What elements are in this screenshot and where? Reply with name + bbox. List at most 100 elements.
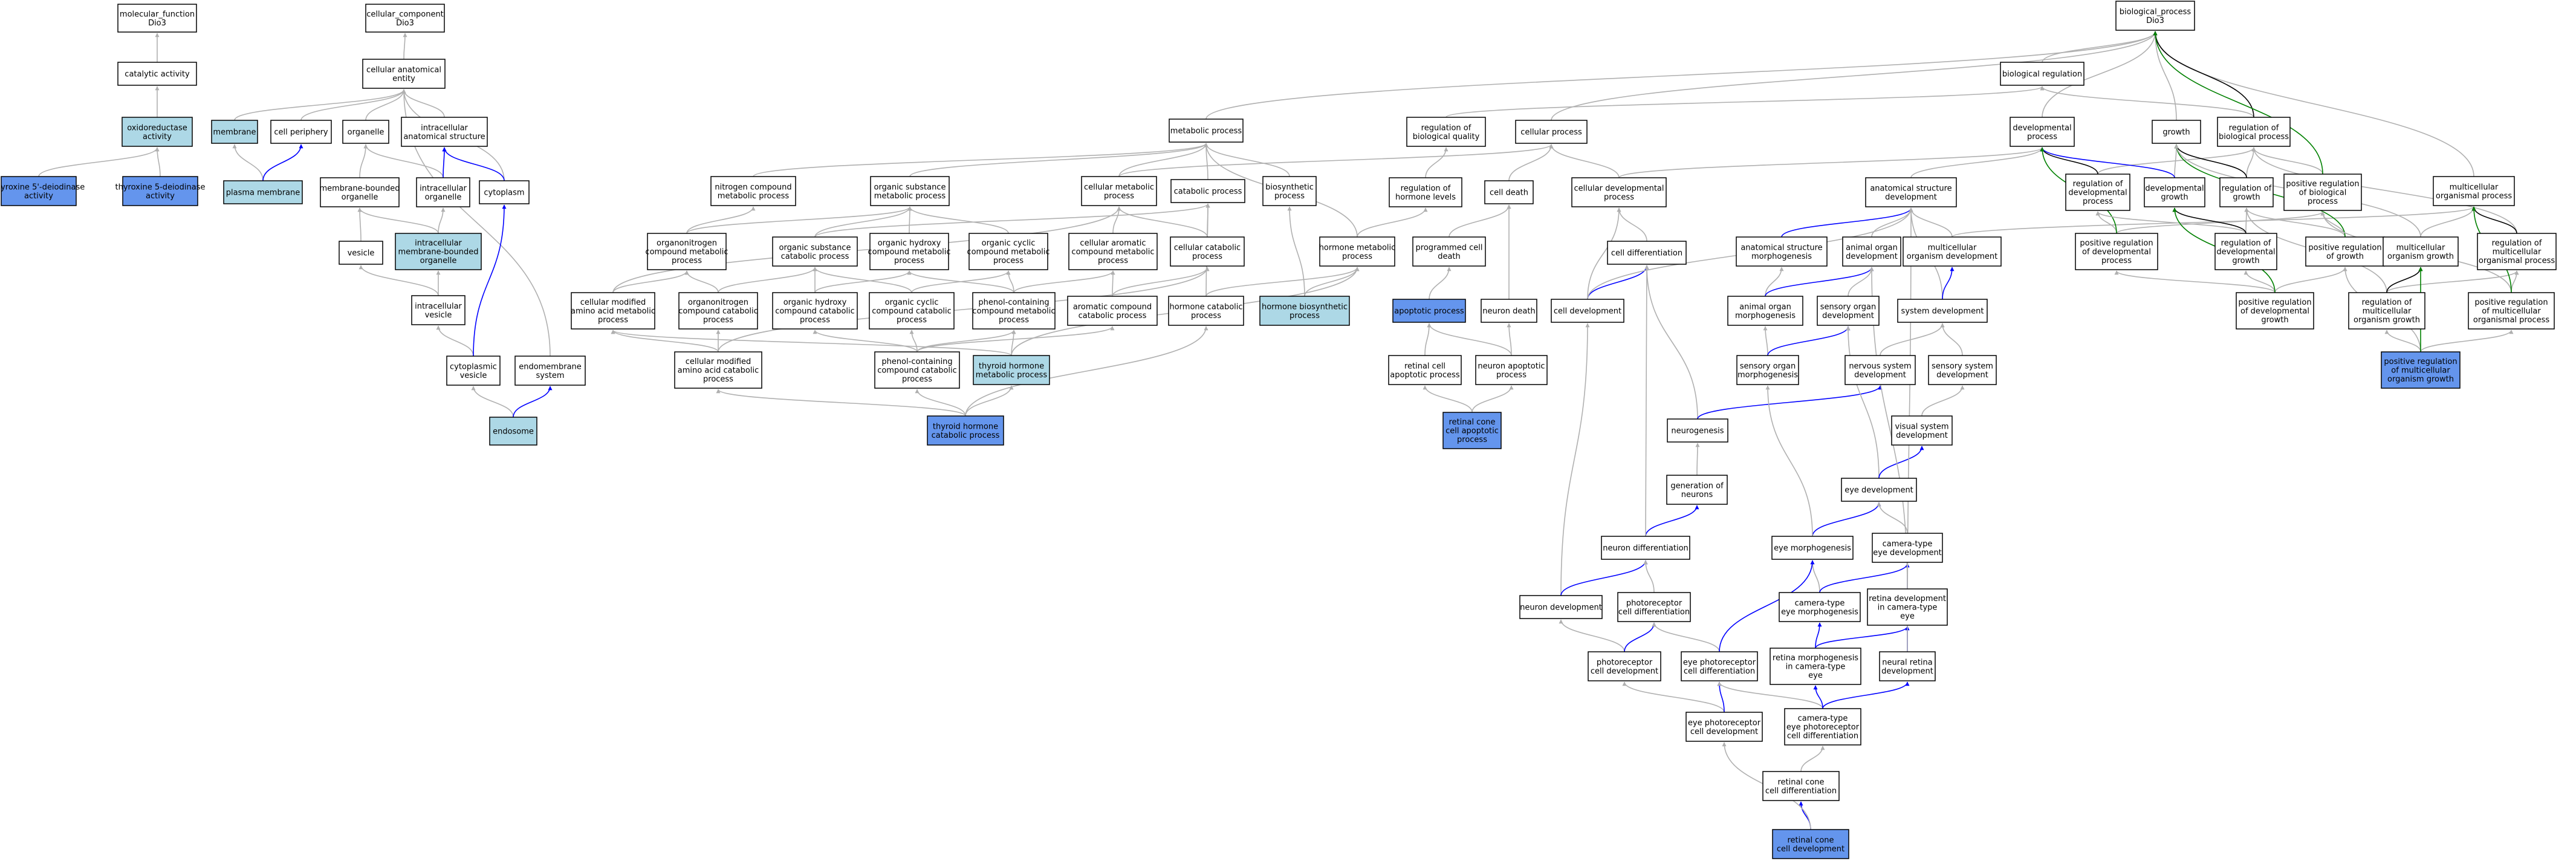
term-node-apoptotic[interactable]: apoptotic process — [1392, 299, 1466, 323]
term-node-organelle[interactable]: organelle — [342, 120, 389, 144]
term-node-eyedev[interactable]: eye development — [1841, 478, 1917, 502]
term-node-bioreg[interactable]: biological regulation — [2000, 62, 2084, 86]
term-node-neurondev[interactable]: neuron development — [1519, 595, 1603, 619]
term-node-celldeath[interactable]: cell death — [1484, 180, 1534, 204]
term-node-neurogenesis[interactable]: neurogenesis — [1667, 418, 1728, 443]
term-node-cytoplasm[interactable]: cytoplasm — [479, 180, 530, 204]
term-node-sysdev[interactable]: system development — [1897, 299, 1988, 323]
term-node-growth[interactable]: growth — [2152, 120, 2201, 144]
term-node-membrane[interactable]: membrane — [211, 120, 258, 144]
term-node-vesicle[interactable]: vesicle — [339, 241, 383, 265]
term-node-catabolic[interactable]: catabolic process — [1170, 179, 1245, 203]
term-node-eyemorph[interactable]: eye morphogenesis — [1771, 536, 1854, 560]
term-node-catalytic[interactable]: catalytic activity — [117, 62, 197, 86]
term-node-endosome[interactable]: endosome — [489, 417, 537, 446]
term-node-celldev[interactable]: cell development — [1551, 299, 1624, 323]
term-node-neurondeath[interactable]: neuron death — [1481, 299, 1537, 323]
term-node-cellperiph[interactable]: cell periphery — [270, 120, 332, 144]
term-node-metabolic[interactable]: metabolic process — [1169, 119, 1244, 143]
term-node-celldiff[interactable]: cell differentiation — [1607, 241, 1687, 265]
term-node-neurondiff[interactable]: neuron differentiation — [1601, 536, 1690, 560]
